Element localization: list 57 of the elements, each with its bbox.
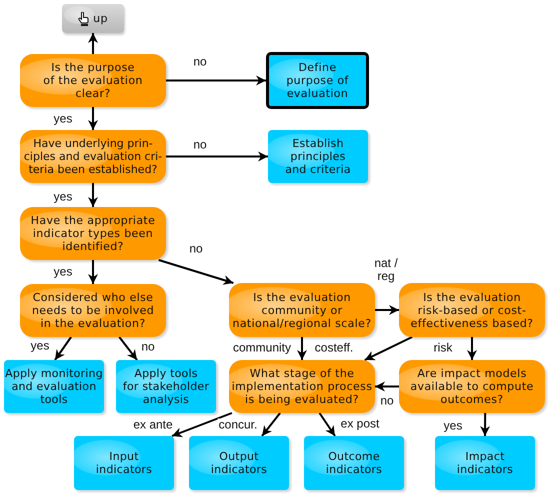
action-box: [116, 360, 216, 413]
decision-box: [399, 283, 545, 337]
arrow: [318, 412, 336, 437]
decision-box: [399, 360, 545, 413]
question-text: What stage of the implementation process is being evaluated?: [232, 367, 372, 406]
decision-box: [229, 283, 375, 337]
arrow: [480, 413, 490, 436]
action-text: Outcome indicators: [326, 450, 382, 476]
action-box: [74, 436, 174, 490]
arrow: [375, 305, 399, 315]
action-text: Establish principles and criteria: [285, 137, 351, 176]
arrow: [166, 76, 266, 86]
arrow: [261, 412, 281, 437]
decision-box: [20, 284, 166, 337]
arrow: [118, 336, 138, 361]
question-text: Is the evaluation community or national/regional scale?: [232, 290, 372, 330]
arrow: [364, 336, 413, 361]
action-box: [435, 436, 535, 490]
arrow: [166, 152, 268, 162]
action-box: [4, 360, 104, 413]
edge-label: costeff.: [314, 342, 354, 354]
arrow: [467, 337, 477, 360]
arrow: [88, 33, 98, 54]
arrow: [297, 337, 307, 360]
decision-box: [20, 54, 166, 107]
arrow: [158, 259, 234, 285]
arrow: [88, 183, 98, 207]
edge-label: ex post: [340, 418, 380, 430]
question-text: Are impact models available to compute outcomes?: [410, 367, 534, 406]
action-box: [189, 436, 289, 490]
edge-label: community: [232, 342, 292, 354]
decision-box: [229, 360, 375, 413]
action-text: Output indicators: [210, 450, 268, 476]
edge-label: concur.: [218, 418, 258, 432]
action-box: [266, 52, 369, 109]
question-text: Have underlying prin-ciples and evaluation cri-teria been established?: [23, 137, 163, 176]
arrow: [375, 382, 399, 392]
question-text: Is the evaluation risk-based or cost-effectiveness based?: [410, 290, 534, 330]
edge-label: risk: [432, 342, 454, 354]
action-text: Input indicators: [96, 450, 152, 476]
question-text: Is the purpose of the evaluation clear?: [43, 61, 143, 100]
question-text: Considered who else needs to be involved in the evaluation?: [32, 291, 154, 330]
decision-box: [20, 207, 166, 260]
up-button: up: [62, 4, 124, 33]
question-text: Have the appropriate indicator types been identified?: [30, 214, 156, 253]
arrow: [88, 260, 98, 284]
edge-label: ex ante: [132, 418, 174, 432]
action-text: Apply tools for stakeholder analysis: [122, 367, 210, 406]
action-text: Apply monitoring and evaluation tools: [5, 367, 103, 406]
arrow: [88, 107, 98, 130]
decision-box: [20, 130, 166, 183]
action-text: Define purpose of evaluation: [286, 61, 349, 100]
arrow: [54, 336, 72, 361]
action-box: [304, 436, 404, 490]
arrow: [172, 412, 232, 438]
action-text: Impact indicators: [456, 450, 514, 476]
action-box: [268, 130, 368, 183]
